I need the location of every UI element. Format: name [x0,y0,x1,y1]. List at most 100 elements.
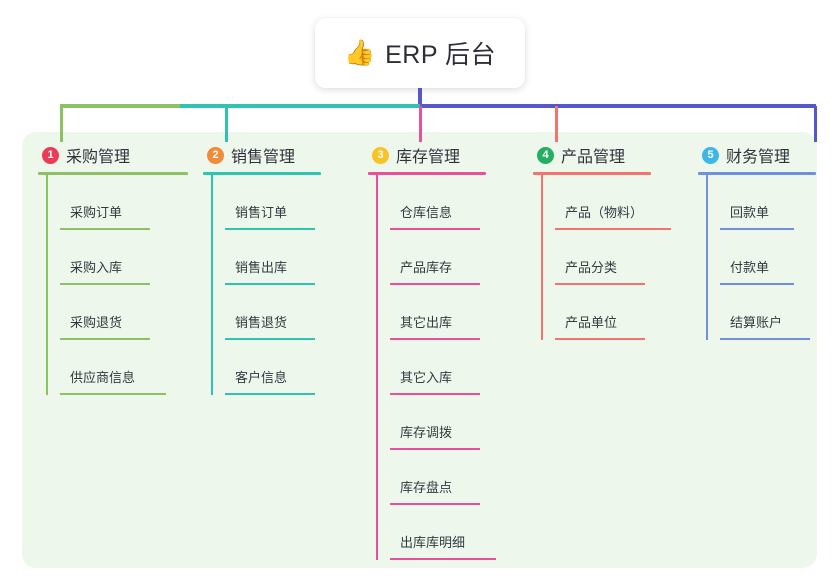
leaf-underline [555,283,645,285]
leaf-label: 销售出库 [235,260,288,275]
leaf-underline [390,228,480,230]
root-node[interactable]: 👍 ERP 后台 [315,18,525,88]
branch-header[interactable]: 5 财务管理 [698,142,816,168]
leaf-item-2-3[interactable]: 销售退货 [225,285,321,340]
leaf-item-4-3[interactable]: 产品单位 [555,285,651,340]
branch-header[interactable]: 2 销售管理 [203,142,321,168]
branch-underline [368,172,486,175]
leaf-label: 库存盘点 [400,480,453,495]
branch-badge-2: 2 [207,146,224,164]
leaf-item-2-2[interactable]: 销售出库 [225,230,321,285]
leaf-label: 采购入库 [70,260,123,275]
branch-underline [203,172,321,175]
branch-items: 回款单 付款单 结算账户 [706,175,816,340]
leaf-item-1-3[interactable]: 采购退货 [60,285,188,340]
leaf-item-3-5[interactable]: 库存调拨 [390,395,486,450]
segment-teal [180,104,420,108]
branch-column-2: 2 销售管理 销售订单 销售出库 销售退货 客户信息 [203,142,321,395]
branch-items: 产品（物料） 产品分类 产品单位 [541,175,671,340]
leaf-item-1-4[interactable]: 供应商信息 [60,340,188,395]
branch-trunk-line [376,175,378,560]
leaf-item-5-2[interactable]: 付款单 [720,230,816,285]
branch-label: 财务管理 [726,149,791,166]
leaf-item-5-1[interactable]: 回款单 [720,175,816,230]
drop-branch-1 [60,106,63,142]
drop-branch-3 [419,106,422,142]
leaf-underline [720,228,794,230]
leaf-item-5-3[interactable]: 结算账户 [720,285,816,340]
leaf-label: 客户信息 [235,370,288,385]
branch-badge-4: 4 [537,146,554,164]
leaf-underline [390,448,480,450]
leaf-item-2-1[interactable]: 销售订单 [225,175,321,230]
branch-header[interactable]: 4 产品管理 [533,142,651,168]
leaf-label: 采购订单 [70,205,123,220]
leaf-label: 其它出库 [400,315,453,330]
leaf-label: 产品分类 [565,260,618,275]
leaf-item-1-2[interactable]: 采购入库 [60,230,188,285]
leaf-item-4-2[interactable]: 产品分类 [555,230,651,285]
leaf-underline [555,228,671,230]
leaf-underline [390,338,480,340]
leaf-item-1-1[interactable]: 采购订单 [60,175,188,230]
leaf-underline [720,283,794,285]
branch-label: 采购管理 [66,149,131,166]
leaf-label: 结算账户 [730,315,783,330]
branch-trunk-line [541,175,543,340]
leaf-label: 回款单 [730,205,770,220]
leaf-underline [225,283,315,285]
leaf-item-4-1[interactable]: 产品（物料） [555,175,671,230]
root-title: ERP 后台 [385,41,497,69]
leaf-underline [390,503,480,505]
leaf-label: 其它入库 [400,370,453,385]
leaf-underline [60,393,166,395]
leaf-item-3-2[interactable]: 产品库存 [390,230,486,285]
branch-badge-3: 3 [372,146,389,164]
leaf-label: 出库库明细 [400,535,466,550]
branch-items: 销售订单 销售出库 销售退货 客户信息 [211,175,321,395]
segment-blue [650,104,816,108]
leaf-item-3-4[interactable]: 其它入库 [390,340,486,395]
branch-badge-5: 5 [702,146,719,164]
branch-trunk-line [706,175,708,340]
leaf-item-3-7[interactable]: 出库库明细 [390,505,496,560]
leaf-underline [225,338,315,340]
leaf-label: 仓库信息 [400,205,453,220]
branch-items: 采购订单 采购入库 采购退货 供应商信息 [46,175,188,395]
leaf-underline [390,393,480,395]
leaf-label: 产品库存 [400,260,453,275]
leaf-label: 销售退货 [235,315,288,330]
leaf-item-2-4[interactable]: 客户信息 [225,340,321,395]
leaf-item-3-3[interactable]: 其它出库 [390,285,486,340]
leaf-label: 库存调拨 [400,425,453,440]
drop-branch-2 [225,106,228,142]
branch-header[interactable]: 1 采购管理 [38,142,188,168]
branch-column-3: 3 库存管理 仓库信息 产品库存 其它出库 其它入库 库存调拨 库存盘点 出库库… [368,142,496,560]
leaf-label: 产品单位 [565,315,618,330]
leaf-item-3-6[interactable]: 库存盘点 [390,450,486,505]
leaf-underline [555,338,645,340]
leaf-underline [390,283,480,285]
segment-purple [420,104,650,108]
branch-underline [38,172,188,175]
leaf-underline [720,338,810,340]
branch-items: 仓库信息 产品库存 其它出库 其它入库 库存调拨 库存盘点 出库库明细 [376,175,496,560]
leaf-underline [225,228,315,230]
branch-label: 销售管理 [231,149,296,166]
leaf-label: 付款单 [730,260,770,275]
drop-branch-4 [555,106,558,142]
leaf-underline [225,393,315,395]
branch-label: 产品管理 [561,149,626,166]
leaf-label: 产品（物料） [565,205,644,220]
leaf-item-3-1[interactable]: 仓库信息 [390,175,486,230]
leaf-label: 销售订单 [235,205,288,220]
branch-header[interactable]: 3 库存管理 [368,142,486,168]
branch-label: 库存管理 [396,149,461,166]
branch-column-4: 4 产品管理 产品（物料） 产品分类 产品单位 [533,142,671,340]
leaf-underline [60,228,150,230]
segment-green [60,104,180,108]
branches-panel [22,132,817,568]
branch-column-1: 1 采购管理 采购订单 采购入库 采购退货 供应商信息 [38,142,188,395]
branch-badge-1: 1 [42,146,59,164]
